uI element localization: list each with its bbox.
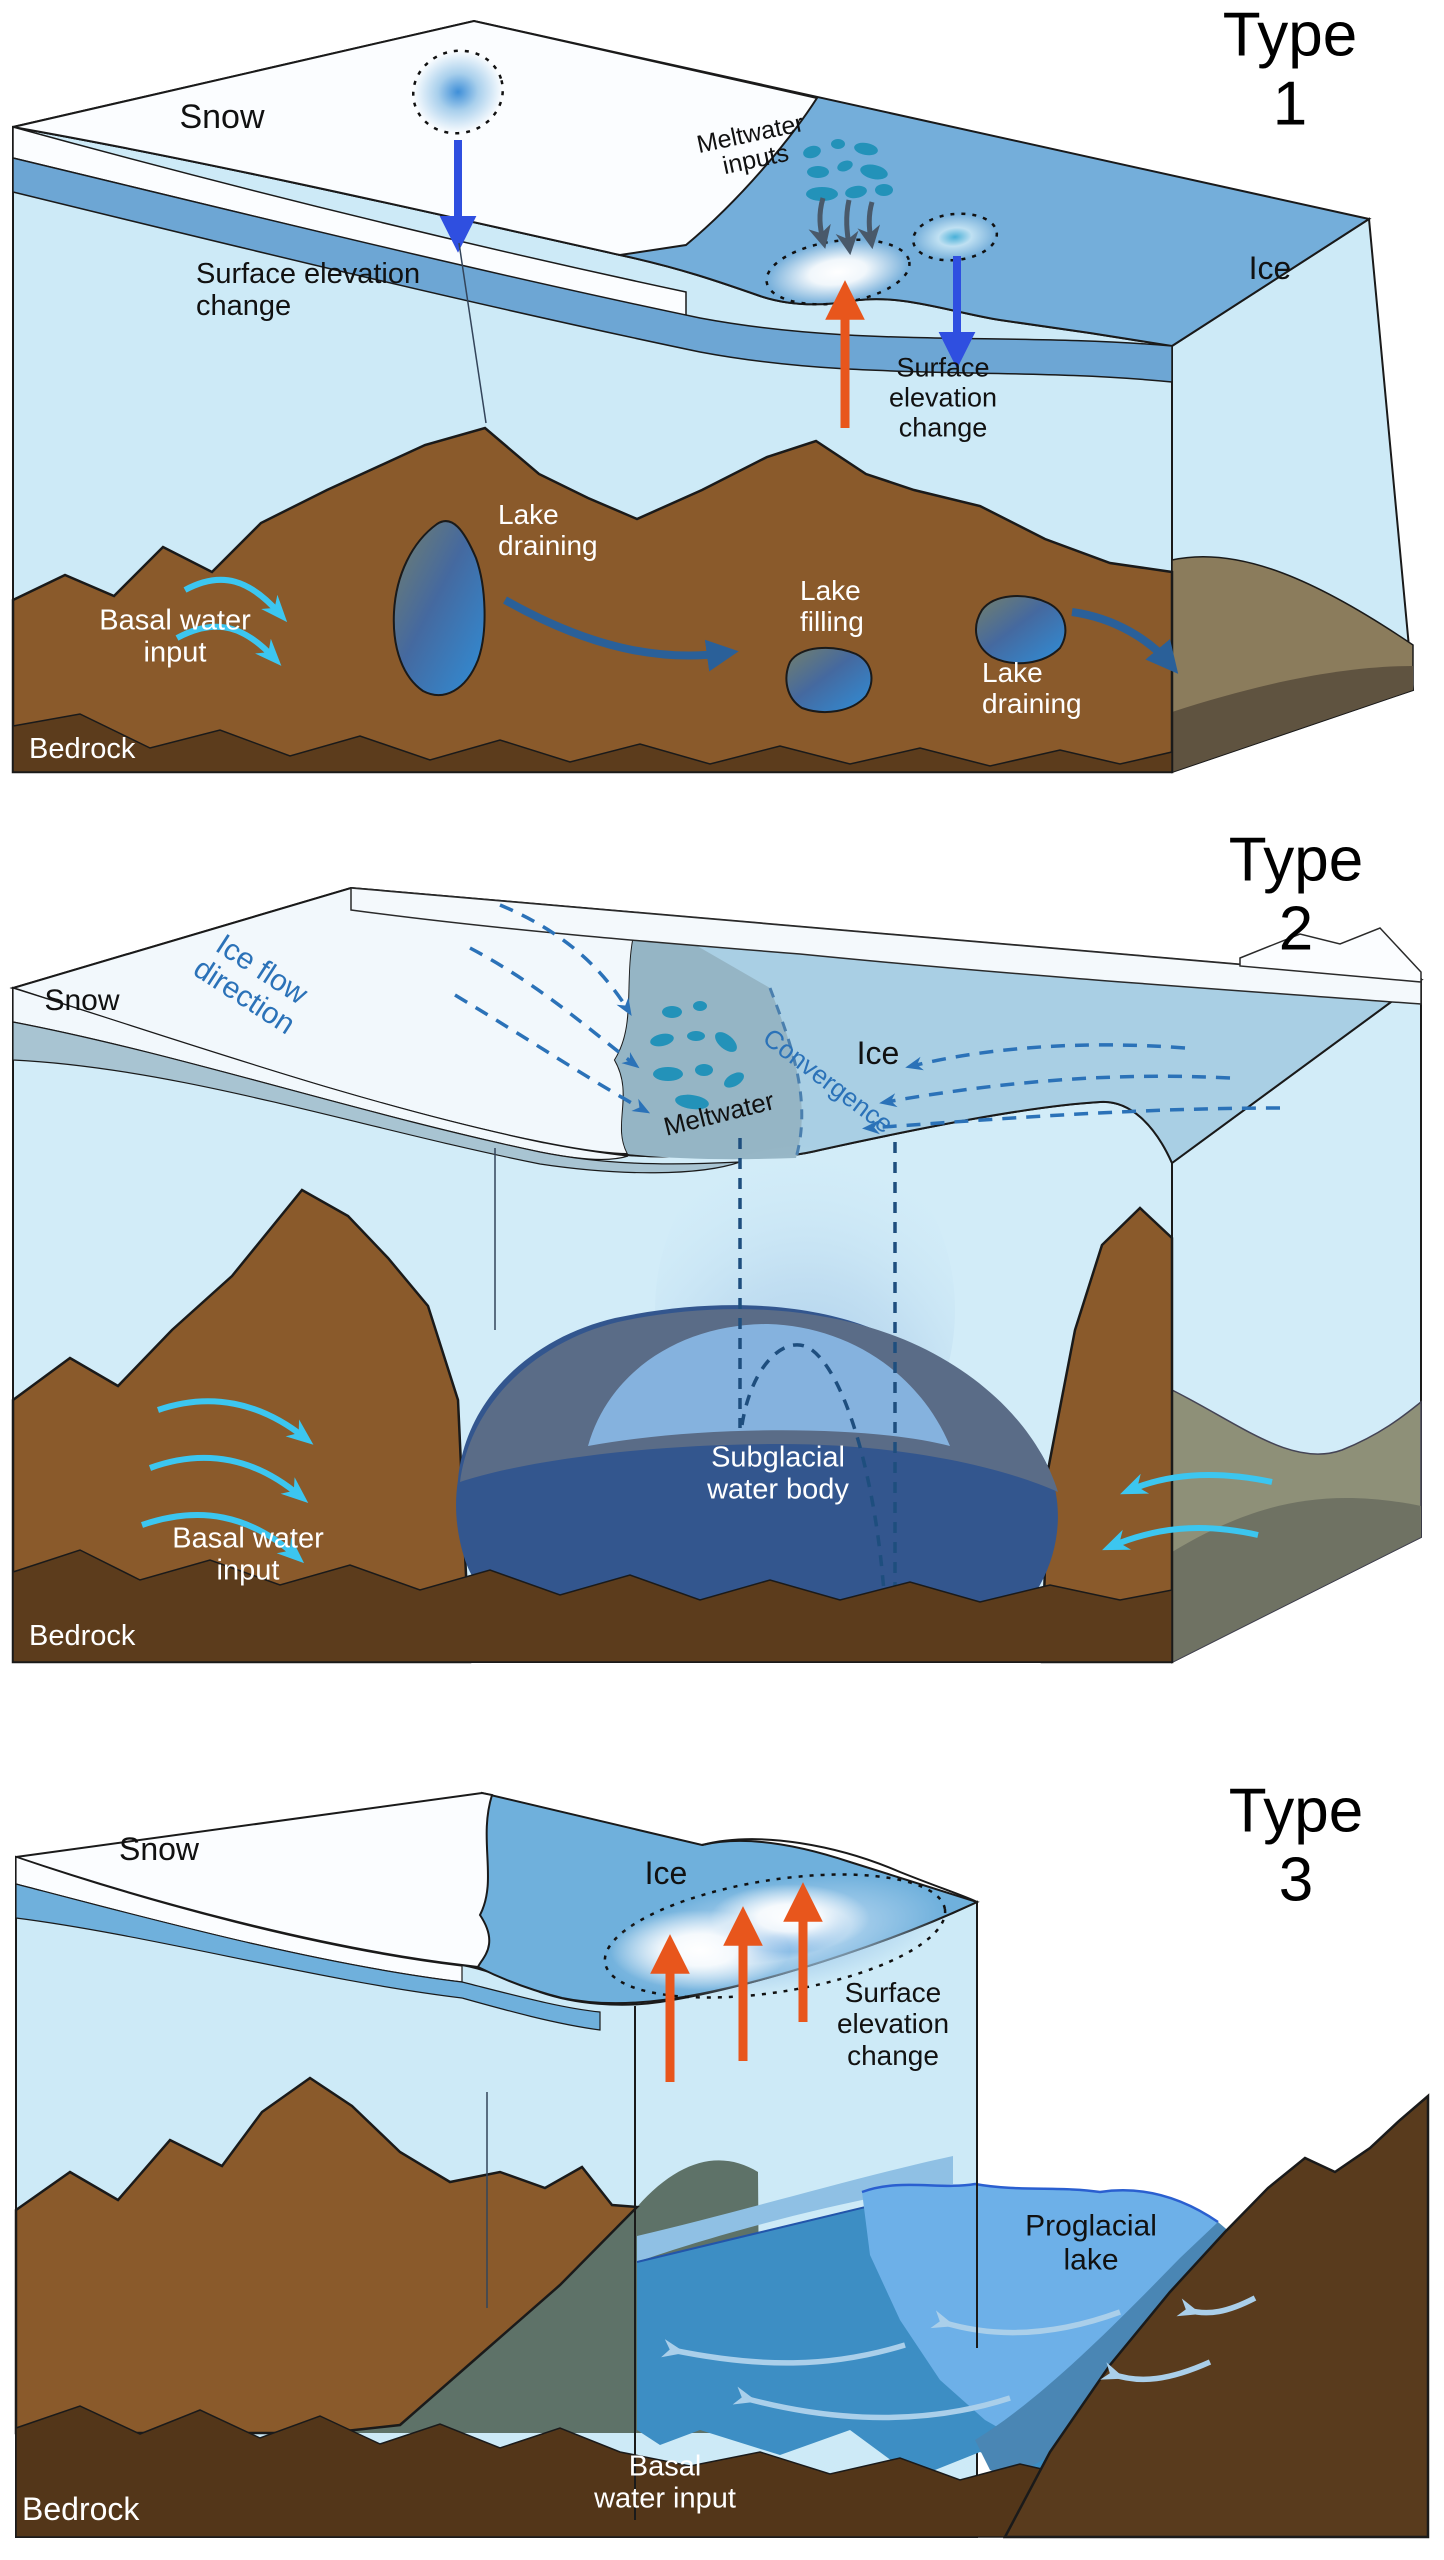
- type1-surface-elevation-change-center-label: Surface elevation change: [888, 352, 998, 444]
- type1-snow-label: Snow: [179, 97, 265, 136]
- type1-lake-draining-left-label: Lake draining: [498, 499, 598, 562]
- type1-snow-depression-outline: [412, 49, 504, 135]
- type1-lake-filling: [785, 646, 873, 713]
- type1-lake-draining-right: [975, 595, 1067, 665]
- type1-surface-elevation-change-left-label: Surface elevation change: [196, 258, 421, 323]
- type1-lake-draining-left: [392, 520, 486, 696]
- type1-bedrock-label: Bedrock: [29, 733, 136, 765]
- type2-convergence-depression: [615, 913, 802, 1160]
- type2-title: Type 2: [1228, 825, 1364, 964]
- type2-ice-flow-lines: [454, 903, 1281, 1135]
- type3-snow-label: Snow: [118, 1831, 200, 1868]
- type2-connection-dashes: [738, 1138, 897, 1661]
- type2-ice-label: Ice: [856, 1035, 900, 1072]
- type2-block: [9, 886, 1424, 1664]
- type3-snow-surface: [15, 1791, 494, 1969]
- type1-basal-water-arrows: [175, 576, 288, 666]
- type3-basal-flow-arrows: [661, 2295, 1257, 2421]
- type1-block: [11, 19, 1415, 774]
- type1-drainage-arrow-right: [1071, 608, 1179, 674]
- type1-snow-surface: [12, 19, 819, 257]
- type2-subglacial-water-body-label: Subglacial water body: [707, 1441, 849, 1506]
- type2-snow-label: Snow: [44, 984, 120, 1018]
- type2-meltwater-ponds: [650, 1001, 744, 1110]
- type3-bedrock-front: [14, 2076, 640, 2435]
- type1-lowering-outline: [911, 212, 999, 262]
- type1-bedrock: [11, 426, 1174, 774]
- type3-block: [14, 1791, 1430, 2539]
- type2-basal-water-arrows: [141, 1398, 1273, 1564]
- type1-meltwater-ponds: [803, 139, 893, 201]
- type1-title: Type 1: [1222, 0, 1358, 139]
- type3-proglacial-lake-label: Proglacial lake: [1025, 2209, 1157, 2276]
- type3-ice-label: Ice: [644, 1855, 688, 1892]
- type1-meltwater-input-arrows: [808, 197, 881, 256]
- type1-uplift-outline: [765, 238, 911, 306]
- type1-drainage-arrow-left: [503, 596, 739, 672]
- type1-lake-filling-label: Lake filling: [800, 575, 864, 638]
- type1-basal-water-input-label: Basal water input: [99, 604, 251, 669]
- type1-ice-label: Ice: [1248, 250, 1292, 287]
- type3-title: Type 3: [1228, 1776, 1364, 1915]
- type3-bedrock-label: Bedrock: [22, 2491, 140, 2527]
- type1-lake-draining-right-label: Lake draining: [982, 657, 1082, 720]
- type3-surface-elevation-change-label: Surface elevation change: [836, 1976, 950, 2071]
- type2-basal-water-input-label: Basal water input: [172, 1522, 324, 1587]
- type3-proglacial-lake: [862, 2184, 1218, 2440]
- type3-basal-water-input-label: Basal water input: [594, 2450, 736, 2515]
- type3-surface-uplift-arrows: [650, 1882, 823, 2082]
- type2-bedrock-label: Bedrock: [29, 1620, 136, 1652]
